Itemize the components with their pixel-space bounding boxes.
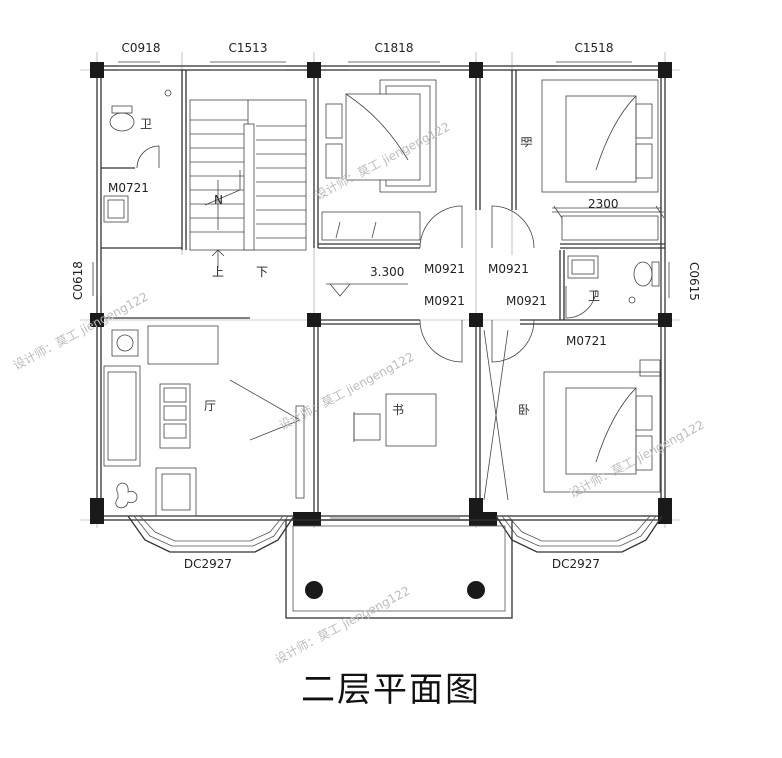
- room-label-study: 书: [392, 403, 404, 417]
- sliding-door: [483, 329, 509, 501]
- bay-window-right: [495, 515, 663, 553]
- bay-window-label-left: DC2927: [184, 557, 232, 571]
- study-furniture: [295, 393, 437, 499]
- window-label-c0618: C0618: [71, 261, 85, 300]
- room-label-toilet-left: 卫: [140, 117, 152, 131]
- window-label-c0918: C0918: [122, 41, 161, 55]
- level-marker: [326, 283, 408, 297]
- room-label-family-room: 厅: [204, 399, 216, 413]
- door-label-m0921-d: M0921: [506, 294, 547, 308]
- window-marks: [92, 61, 670, 298]
- window-label-c1518: C1518: [575, 41, 614, 55]
- door-label-m0721-bath: M0721: [566, 334, 607, 348]
- room-label-bath-right: 卫: [588, 289, 600, 303]
- dimension-label-2300: 2300: [588, 197, 619, 211]
- stair-up-label: 上: [212, 265, 224, 279]
- watermark-3: 设计师：莫工 jiengeng122: [277, 350, 417, 433]
- elevation-label: 3.300: [370, 265, 404, 279]
- dimension-2300: [552, 205, 665, 219]
- room-label-bedroom-se: 卧: [518, 403, 530, 417]
- columns: [90, 62, 672, 526]
- watermark-5: 设计师：莫工 jiengeng122: [273, 584, 413, 667]
- bedroom-nw-furniture: [541, 79, 662, 241]
- bay-window-label-right: DC2927: [552, 557, 600, 571]
- door-label-m0921-c: M0921: [424, 294, 465, 308]
- door-label-m0921-a: M0921: [424, 262, 465, 276]
- bedroom-ne-furniture: [321, 79, 437, 241]
- balcony: [285, 517, 513, 619]
- family-room-furniture: [103, 325, 301, 517]
- door-swings: [419, 205, 535, 363]
- toilet-left: [103, 89, 172, 223]
- bath-right: [565, 255, 660, 319]
- staircase: [189, 99, 307, 268]
- interior-walls: [101, 70, 665, 520]
- watermark-2: 设计师：莫工 jiengeng122: [11, 290, 151, 373]
- door-label-m0921-b: M0921: [488, 262, 529, 276]
- plan-title: 二层平面图: [301, 670, 481, 710]
- bay-window-left: [127, 515, 295, 553]
- north-arrow-label: N: [214, 193, 223, 207]
- room-label-bedroom-ne: 卧: [519, 136, 533, 148]
- door-label-m0721-toilet: M0721: [108, 181, 149, 195]
- bedroom-se-furniture: [543, 359, 661, 493]
- window-label-c0615: C0615: [687, 262, 701, 301]
- window-label-c1818: C1818: [375, 41, 414, 55]
- stair-down-label: 下: [256, 265, 268, 279]
- window-label-c1513: C1513: [229, 41, 268, 55]
